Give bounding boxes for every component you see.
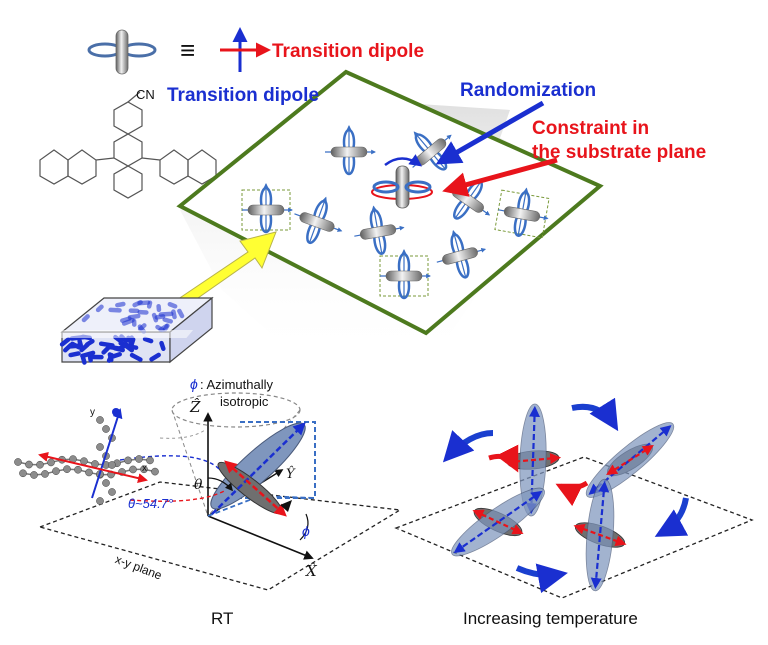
phi-desc-2: isotropic (220, 394, 269, 409)
film-molecule (294, 196, 343, 245)
film-molecule (325, 125, 376, 176)
cn-label: CN (136, 87, 155, 102)
xy-plane (37, 481, 402, 591)
mol-x-label: x (142, 463, 147, 474)
film-molecule (241, 183, 293, 234)
theta-angle: θ~54.7° (128, 496, 174, 511)
film-molecule (354, 205, 405, 255)
ball-and-stick-molecule (14, 408, 159, 505)
dipole-cross-icon (220, 27, 271, 72)
randomization-label: Randomization (460, 80, 597, 101)
mol-y-label: y (90, 407, 95, 418)
axis-y-label: Ŷ (286, 467, 295, 482)
mol-dipole-x (38, 451, 148, 484)
legend-red-label: Transition dipole (272, 41, 425, 62)
molecule-symbol-icon (87, 29, 157, 75)
equiv-symbol: ≡ (180, 35, 196, 65)
rt-caption: RT (211, 609, 234, 628)
x-axis (207, 515, 314, 560)
legend-blue-label: Transition dipole (167, 85, 320, 106)
central-molecule (371, 154, 433, 209)
axis-z-label: Ẑ (190, 398, 201, 416)
bulk-film-box (46, 296, 214, 365)
film-molecules (241, 125, 550, 300)
theta-symbol: θ (194, 477, 203, 493)
constraint-label-1: Constraint in (532, 118, 650, 139)
film-molecule (379, 249, 431, 300)
temp-molecule (585, 422, 675, 498)
temp-molecule (451, 487, 545, 557)
film-molecule (436, 229, 487, 279)
temp-molecule (504, 403, 562, 517)
constraint-arrow (442, 157, 558, 197)
temp-caption: Increasing temperature (463, 609, 638, 628)
film-molecule (494, 187, 550, 239)
legend (87, 27, 271, 75)
temperature-schematic (394, 397, 754, 599)
constraint-label-2: the substrate plane (532, 142, 707, 163)
randomization-arrow (435, 100, 545, 165)
orientation-schematic (37, 392, 402, 591)
anthracene-structure (39, 91, 217, 199)
phi-desc-1: : Azimuthally (200, 377, 273, 392)
phi-symbol: ϕ (190, 376, 198, 392)
phi-angle: ϕ (302, 523, 310, 539)
temp-molecule (573, 478, 627, 592)
axis-x-label: X̂ (306, 562, 317, 580)
